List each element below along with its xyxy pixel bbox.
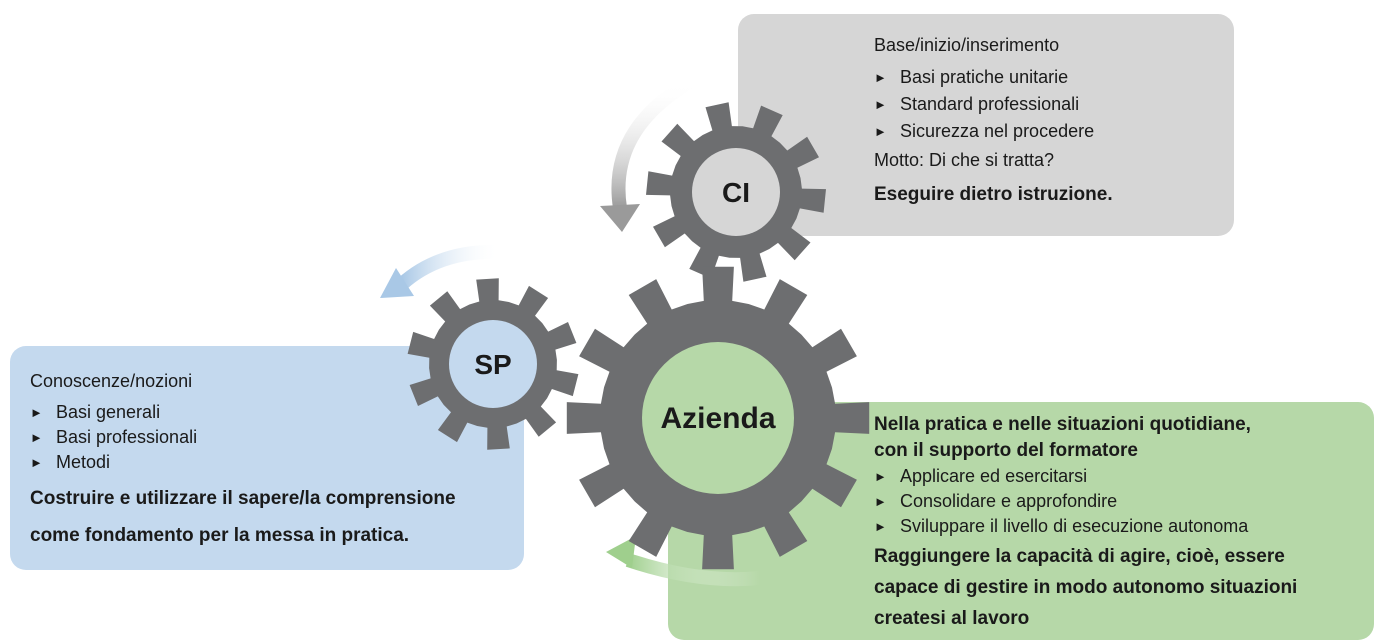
azienda-bold-line-1: Raggiungere la capacità di agire, cioè, … <box>874 546 1285 567</box>
arrow-right-icon: ► <box>874 70 887 85</box>
list-item: ►Sicurezza nel procedere <box>874 118 1234 145</box>
arrow-right-icon: ► <box>30 455 43 470</box>
ci-rotation-arrow <box>600 75 694 232</box>
list-item: ►Sviluppare il livello di esecuzione aut… <box>874 514 1374 539</box>
sp-list: ►Basi generali ►Basi professionali ►Meto… <box>30 400 524 475</box>
azienda-bold-line-3: createsi al lavoro <box>874 608 1030 629</box>
list-item: ►Metodi <box>30 450 524 475</box>
ci-list: ►Basi pratiche unitarie ►Standard profes… <box>874 64 1234 145</box>
azienda-bold-line-2: capace di gestire in modo autonomo situa… <box>874 577 1298 598</box>
ci-panel: Base/inizio/inserimento ►Basi pratiche u… <box>738 14 1234 236</box>
arrow-right-icon: ► <box>874 124 887 139</box>
list-item: ►Basi professionali <box>30 425 524 450</box>
arrow-right-icon: ► <box>874 469 887 484</box>
list-item: ►Applicare ed esercitarsi <box>874 464 1374 489</box>
sp-bold-line-1: Costruire e utilizzare il sapere/la comp… <box>30 488 456 509</box>
azienda-panel: Nella pratica e nelle situazioni quotidi… <box>668 402 1374 640</box>
sp-heading: Conoscenze/nozioni <box>30 371 193 391</box>
azienda-heading-line-1: Nella pratica e nelle situazioni quotidi… <box>874 414 1251 435</box>
list-item: ►Basi pratiche unitarie <box>874 64 1234 91</box>
arrow-right-icon: ► <box>874 97 887 112</box>
arrow-right-icon: ► <box>874 494 887 509</box>
list-item: ►Standard professionali <box>874 91 1234 118</box>
sp-bold-line-2: come fondamento per la messa in pratica. <box>30 525 410 546</box>
ci-heading: Base/inizio/inserimento <box>874 35 1060 55</box>
list-item: ►Basi generali <box>30 400 524 425</box>
ci-motto: Motto: Di che si tratta? <box>874 150 1055 170</box>
arrow-right-icon: ► <box>30 430 43 445</box>
arrow-right-icon: ► <box>30 405 43 420</box>
ci-bold-statement: Eseguire dietro istruzione. <box>874 184 1113 205</box>
azienda-list: ►Applicare ed esercitarsi ►Consolidare e… <box>874 464 1374 539</box>
sp-panel: Conoscenze/nozioni ►Basi generali ►Basi … <box>10 346 524 570</box>
sp-rotation-arrow <box>380 244 501 298</box>
azienda-heading-line-2: con il supporto del formatore <box>874 440 1138 461</box>
arrow-right-icon: ► <box>874 519 887 534</box>
list-item: ►Consolidare e approfondire <box>874 489 1374 514</box>
